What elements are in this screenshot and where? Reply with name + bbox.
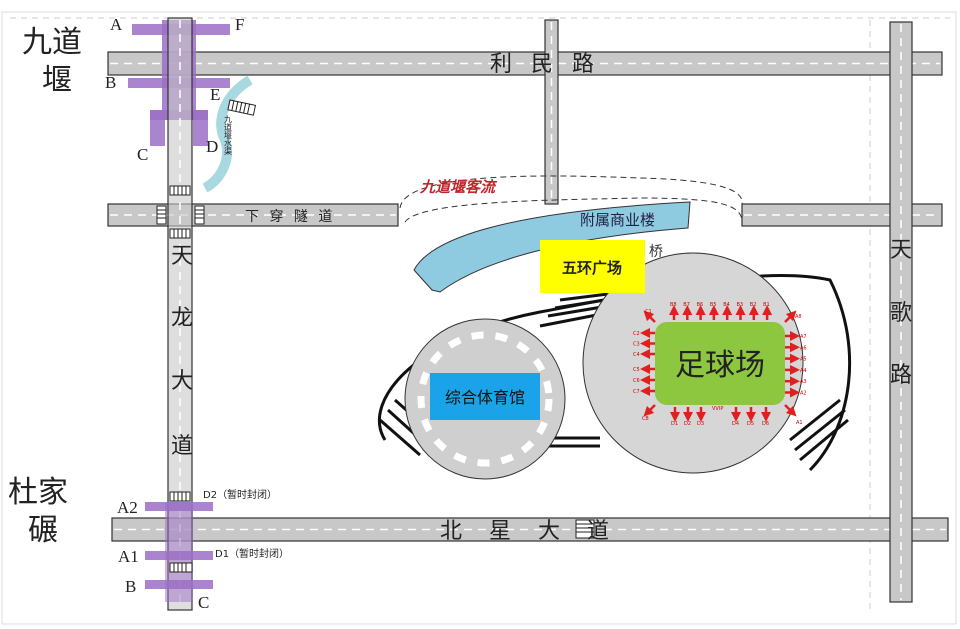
- svg-text:道: 道: [171, 434, 193, 459]
- gate-label-A8: A8: [795, 314, 802, 320]
- gate-label-D2: D2: [684, 421, 691, 427]
- gate-label-D5: D5: [747, 421, 754, 427]
- svg-text:B: B: [105, 73, 116, 92]
- road-label-beixing: 北 星 大 道: [440, 519, 619, 544]
- svg-text:路: 路: [890, 363, 912, 388]
- gate-arrow-C8: [643, 404, 656, 417]
- gate-label-C3: C3: [633, 342, 640, 348]
- gate-label-A1: A1: [796, 420, 803, 426]
- svg-text:龙: 龙: [171, 306, 193, 331]
- svg-text:天: 天: [171, 244, 193, 269]
- gate-label-B4: B4: [723, 302, 730, 308]
- road-label-tunnel: 下 穿 隧 道: [245, 209, 335, 225]
- road-beixing: [111, 517, 949, 542]
- gate-label-C8: C8: [642, 416, 649, 422]
- svg-text:E: E: [210, 85, 220, 104]
- svg-text:A: A: [110, 15, 123, 34]
- svg-text:大: 大: [171, 369, 193, 394]
- gate-label-C7: C7: [633, 389, 640, 395]
- exit-labels-bottom: A2 A1 B C D2（暂时封闭） D1（暂时封闭）: [117, 488, 289, 612]
- gate-label-C6: C6: [633, 378, 640, 384]
- svg-text:F: F: [235, 15, 244, 34]
- gate-label-C5: C5: [633, 367, 640, 373]
- gate-label-A5: A5: [800, 357, 807, 363]
- svg-text:D1（暂时封闭）: D1（暂时封闭）: [215, 547, 289, 560]
- passenger-flow-arc-inner: [404, 197, 743, 223]
- gate-label-A2: A2: [800, 391, 807, 397]
- station-name-dujianian: 杜家: [8, 475, 68, 510]
- gate-label-C4: C4: [633, 352, 640, 358]
- gate-label-A3: A3: [800, 379, 807, 385]
- station-name-jiudaoyan: 九道: [22, 25, 82, 60]
- svg-text:歌: 歌: [890, 301, 912, 326]
- gate-label-D1: D1: [671, 421, 678, 427]
- gate-label-D3: D3: [697, 421, 704, 427]
- gym-label: 综合体育馆: [445, 388, 525, 407]
- gate-label-vvip: VVIP: [712, 406, 723, 412]
- road-label-limin: 利 民 路: [490, 52, 600, 77]
- station-dujianian-exits: [145, 502, 213, 602]
- gate-label-D6: D6: [762, 421, 769, 427]
- road-middle: [544, 19, 559, 205]
- gate-label-C2: C2: [633, 331, 640, 337]
- station-name-jiudaoyan-2: 堰: [42, 63, 72, 98]
- passenger-flow-label: 九道堰客流: [419, 178, 498, 196]
- station-name-dujianian-2: 碾: [28, 513, 58, 548]
- road-label-tiange: 天 歌 路: [890, 238, 912, 388]
- gym-track: [417, 331, 553, 467]
- commercial-label: 附属商业楼: [580, 211, 655, 229]
- gate-arrow-C1: [643, 310, 656, 323]
- svg-text:天: 天: [890, 238, 912, 263]
- map-frame: [1, 11, 957, 625]
- svg-text:A1: A1: [118, 547, 139, 566]
- gate-label-C1: C1: [645, 309, 652, 315]
- stadium-field: [655, 322, 785, 405]
- gate-label-A7: A7: [800, 334, 807, 340]
- stadium-label: 足球场: [675, 348, 765, 383]
- svg-text:C: C: [198, 593, 209, 612]
- gate-label-B5: B5: [710, 302, 717, 308]
- svg-text:B: B: [125, 577, 136, 596]
- river-label: 九道堰水渠: [224, 115, 233, 156]
- gate-arrow-A1: [784, 404, 797, 417]
- svg-text:A2: A2: [117, 498, 138, 517]
- plaza-label: 五环广场: [562, 259, 622, 277]
- gate-label-B7: B7: [683, 302, 690, 308]
- gate-label-A6: A6: [800, 345, 807, 351]
- gate-label-B6: B6: [697, 302, 704, 308]
- gate-label-B1: B1: [763, 302, 770, 308]
- road-tiange: [889, 21, 913, 603]
- river-crosswalk-icon: [227, 99, 257, 116]
- plaza-box: [540, 240, 645, 293]
- svg-text:C: C: [137, 145, 148, 164]
- river-canal: [202, 75, 253, 193]
- gate-arrow-A8: [784, 310, 797, 323]
- crosswalk-icons: [156, 185, 595, 573]
- gate-label-B8: B8: [670, 302, 677, 308]
- gate-label-D4: D4: [732, 421, 739, 427]
- gate-label-B2: B2: [750, 302, 757, 308]
- bridge-label: 桥: [649, 244, 663, 260]
- gate-label-A4: A4: [800, 368, 807, 374]
- svg-text:D2（暂时封闭）: D2（暂时封闭）: [203, 488, 277, 501]
- gate-label-B3: B3: [737, 302, 744, 308]
- exit-labels-top: A F B E C D: [105, 15, 244, 164]
- road-limin: [107, 51, 943, 76]
- svg-text:D: D: [206, 137, 218, 156]
- road-label-tianlong: 天 龙 大 道: [171, 244, 193, 459]
- gym-label-box: [430, 373, 540, 420]
- passenger-flow-arc-outer: [399, 175, 743, 209]
